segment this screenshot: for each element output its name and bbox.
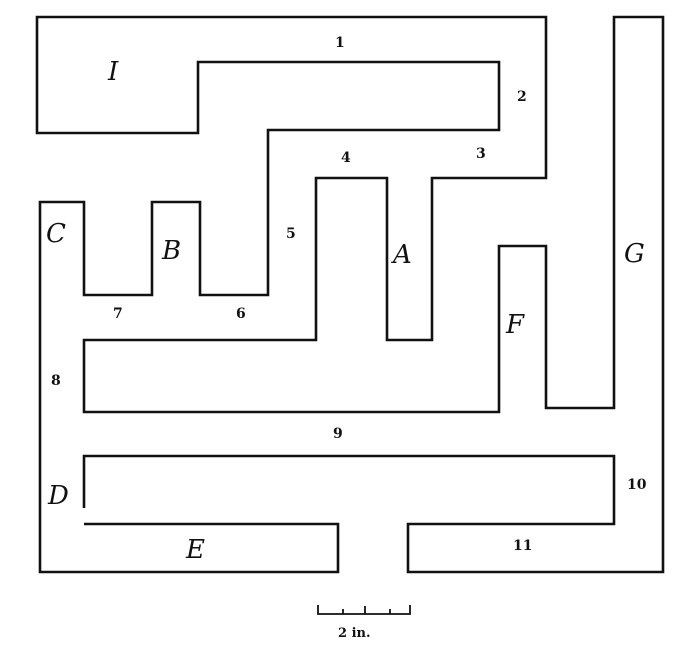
path-number-5: 5 (286, 226, 296, 242)
region-label-d: D (47, 481, 69, 511)
maze-walls (35, 15, 665, 574)
region-label-i: I (107, 57, 119, 87)
path-number-1: 1 (335, 35, 345, 51)
region-label-a: A (391, 240, 412, 270)
scale-bar-label: 2 in. (338, 626, 371, 641)
region-label-g: G (624, 239, 645, 269)
region-label-e: E (185, 535, 205, 565)
path-number-3: 3 (476, 146, 486, 162)
path-number-6: 6 (236, 306, 246, 322)
path-number-4: 4 (341, 150, 351, 166)
region-label-b: B (161, 236, 181, 266)
path-number-10: 10 (627, 477, 647, 493)
scale-bar: 2 in. (317, 605, 411, 641)
path-number-8: 8 (51, 373, 61, 389)
region-label-c: C (46, 219, 66, 249)
path-number-11: 11 (513, 538, 532, 554)
path-number-7: 7 (113, 306, 123, 322)
path-number-9: 9 (333, 426, 343, 442)
region-label-f: F (505, 310, 525, 340)
path-number-2: 2 (517, 89, 527, 105)
